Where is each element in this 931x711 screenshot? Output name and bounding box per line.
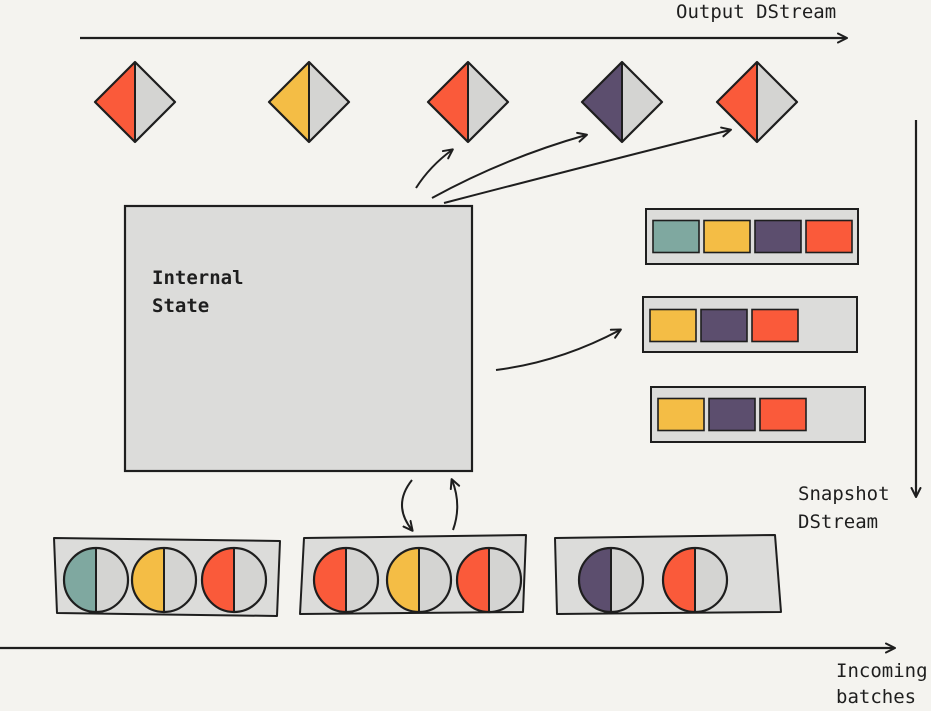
output-dstream-label: Output DStream: [676, 1, 836, 23]
internal-state-label-line1: Internal: [152, 267, 244, 289]
output-diamond-colored-half: [269, 62, 309, 142]
snapshot-square: [657, 397, 705, 432]
batch-circle: [385, 546, 453, 614]
batch-circle-gray-half: [695, 548, 727, 612]
snapshot-square: [754, 219, 802, 254]
output-diamond-colored-half: [95, 62, 135, 142]
output-diamond-gray-half: [757, 62, 797, 142]
snapshot-square: [759, 397, 807, 432]
batch-strip-1: [53, 537, 281, 617]
batch-circle: [130, 546, 198, 614]
snapshot-dstream-label-line1: Snapshot: [798, 483, 890, 505]
output-diamond-5: [715, 60, 799, 144]
internal-state-label-line2: State: [152, 295, 209, 317]
batch-strip-3: [554, 534, 782, 615]
batch-circle-gray-half: [489, 548, 521, 612]
batch-circle-colored-half: [579, 548, 611, 612]
batch-circle-colored-half: [202, 548, 234, 612]
output-diamond-3: [426, 60, 510, 144]
batch-circle: [577, 546, 645, 614]
batch-circle-gray-half: [96, 548, 128, 612]
snapshot-square: [703, 219, 751, 254]
state-to-output-arrow-2: [431, 131, 588, 199]
output-items: [93, 60, 799, 144]
batch-circle-colored-half: [64, 548, 96, 612]
batch-circle: [62, 546, 130, 614]
batch-circle: [200, 546, 268, 614]
incoming-batches-label-line2: batches: [836, 686, 916, 706]
incoming-batches-label-line1: Incoming: [836, 660, 928, 682]
state-to-output-arrow-1: [415, 148, 454, 189]
output-diamond-gray-half: [468, 62, 508, 142]
snapshot-strip-3: [650, 386, 866, 443]
batch-circle: [455, 546, 523, 614]
batch-circle-colored-half: [314, 548, 346, 612]
batch-circle-colored-half: [132, 548, 164, 612]
batch-circle-gray-half: [419, 548, 451, 612]
batch-circle-colored-half: [387, 548, 419, 612]
batch-circle-gray-half: [346, 548, 378, 612]
output-diamond-gray-half: [309, 62, 349, 142]
batch-strip-2: [299, 534, 527, 615]
batch-circle: [661, 546, 729, 614]
incoming-batch-strips: [53, 534, 782, 617]
snapshot-strips: [642, 208, 866, 443]
snapshot-square: [649, 308, 697, 343]
state-to-output-arrow-3: [443, 126, 732, 204]
snapshot-strip-2: [642, 296, 858, 353]
snapshot-square: [708, 397, 756, 432]
batch-circle-gray-half: [164, 548, 196, 612]
snapshot-square: [700, 308, 748, 343]
internal-state-box: [123, 204, 474, 473]
output-diamond-1: [93, 60, 177, 144]
output-diamond-colored-half: [428, 62, 468, 142]
snapshot-strip-1: [645, 208, 859, 265]
state-to-batch-arrow: [401, 479, 414, 532]
batch-circle-colored-half: [457, 548, 489, 612]
output-diamond-gray-half: [135, 62, 175, 142]
snapshot-square: [652, 219, 700, 254]
batch-circle: [312, 546, 380, 614]
batch-to-state-arrow: [449, 478, 461, 531]
output-diamond-4: [580, 60, 664, 144]
snapshot-dstream-label-line2: DStream: [798, 511, 878, 533]
snapshot-square: [751, 308, 799, 343]
output-diamond-colored-half: [717, 62, 757, 142]
output-diamond-colored-half: [582, 62, 622, 142]
batch-circle-gray-half: [234, 548, 266, 612]
snapshot-square: [805, 219, 853, 254]
state-to-snapshot-arrow: [495, 328, 622, 371]
batch-circle-colored-half: [663, 548, 695, 612]
output-diamond-gray-half: [622, 62, 662, 142]
batch-circle-gray-half: [611, 548, 643, 612]
output-diamond-2: [267, 60, 351, 144]
